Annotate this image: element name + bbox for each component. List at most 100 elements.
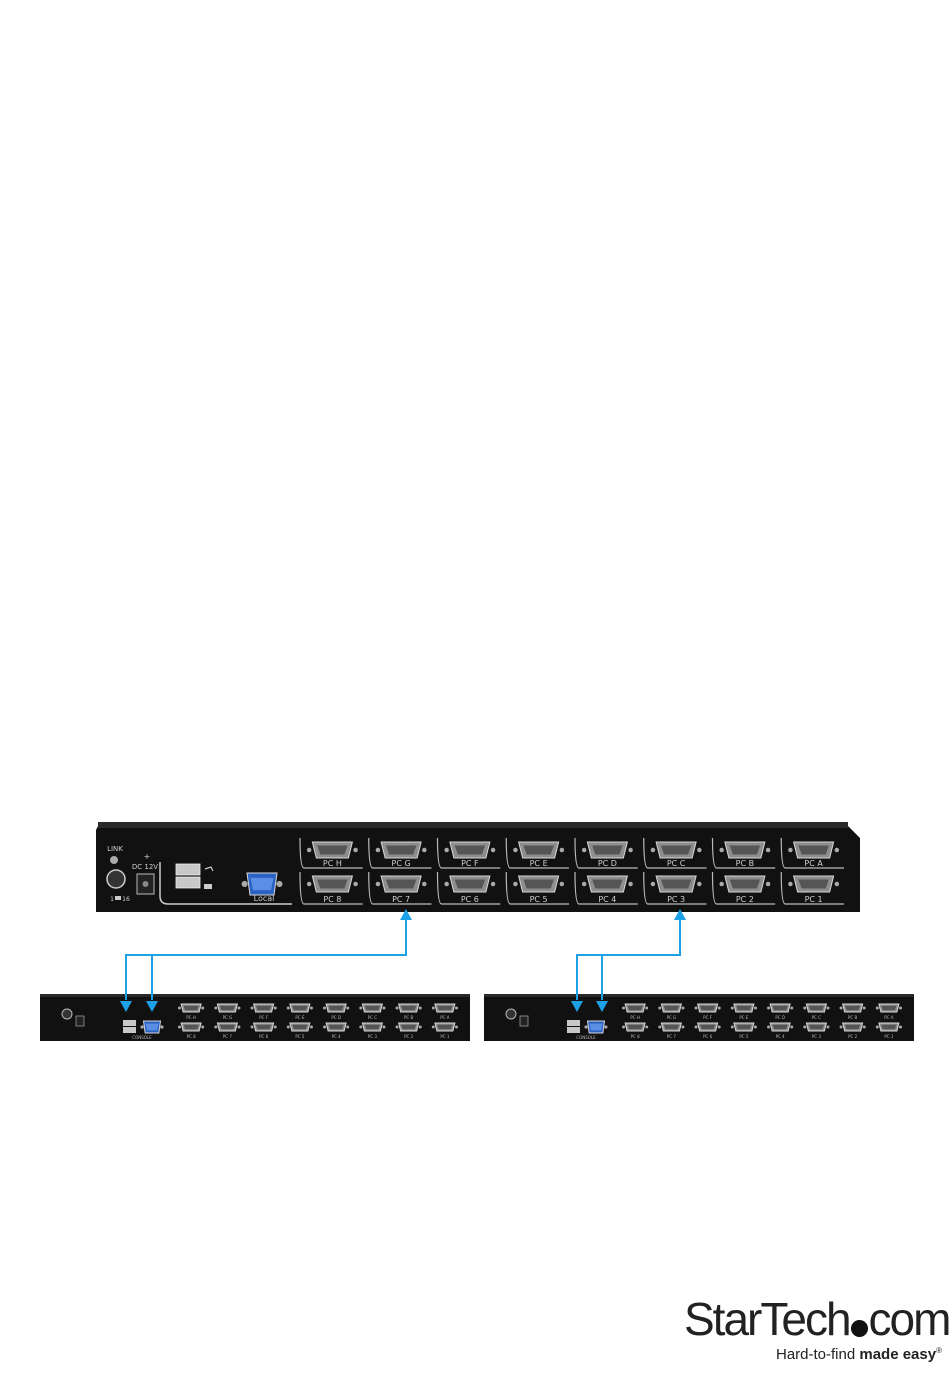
secondary-bottom-port	[323, 1022, 350, 1032]
vga-pin-field	[219, 1005, 235, 1011]
screw-right	[346, 1006, 350, 1010]
screw-right	[454, 1025, 458, 1029]
logo-dot-icon	[850, 1320, 868, 1337]
local-bracket	[159, 862, 292, 905]
cascade-cable-pc7-usb	[125, 920, 407, 1000]
vga-pin-field	[385, 879, 417, 889]
port-group-bracket-bottom	[368, 871, 432, 905]
secondary-top-port-label: PC E	[295, 1015, 304, 1020]
screw-left	[788, 881, 793, 887]
primary-top-port-label: PC H	[323, 859, 342, 868]
screw-left	[241, 880, 248, 888]
secondary-bottom-port	[658, 1022, 685, 1032]
screw-left	[444, 847, 449, 853]
secondary-bottom-port-label: PC 2	[848, 1034, 857, 1039]
primary-bottom-port	[788, 875, 840, 893]
secondary-top-port	[214, 1003, 241, 1013]
vga-pin-field	[364, 1024, 380, 1030]
vga-pin-field	[364, 1005, 380, 1011]
vga-pin-field	[700, 1005, 716, 1011]
ps2-port-icon	[106, 869, 126, 889]
screw-right	[717, 1006, 721, 1010]
secondary-bottom-port	[395, 1022, 422, 1032]
screw-left	[622, 1025, 626, 1029]
screw-right	[834, 847, 840, 853]
screw-left	[839, 1025, 843, 1029]
vga-pin-field	[183, 1024, 199, 1030]
usb-symbol-icon	[204, 866, 214, 872]
secondary-bottom-port-label: PC 2	[404, 1034, 413, 1039]
secondary-top-port-label: PC A	[440, 1015, 449, 1020]
dc-polarity-label: +	[144, 852, 151, 861]
screw-left	[178, 1006, 182, 1010]
vga-pin-field	[401, 1005, 417, 1011]
secondary-bottom-port-label: PC 6	[703, 1034, 712, 1039]
primary-top-port-label: PC A	[804, 859, 823, 868]
secondary-bottom-port	[875, 1022, 902, 1032]
primary-top-port-label: PC G	[392, 859, 411, 868]
usb-port-icon	[567, 1027, 580, 1033]
screw-left	[803, 1006, 807, 1010]
screw-right	[753, 1006, 757, 1010]
arrow-down-icon	[596, 1001, 608, 1012]
vga-pin-field	[663, 1005, 679, 1011]
screw-right	[753, 1025, 757, 1029]
vga-pin-field	[317, 879, 348, 889]
screw-left	[214, 1025, 218, 1029]
primary-bottom-port	[719, 875, 771, 893]
secondary-bottom-port	[694, 1022, 721, 1032]
screw-left	[658, 1025, 662, 1029]
screw-left	[694, 1006, 698, 1010]
screw-right	[237, 1006, 241, 1010]
usb-port-icon	[175, 863, 201, 876]
secondary-top-port-label: PC E	[739, 1015, 748, 1020]
switch-min-label: 1	[110, 896, 114, 903]
screw-right	[237, 1025, 241, 1029]
screw-right	[276, 880, 283, 888]
secondary-bottom-port	[767, 1022, 794, 1032]
screw-right	[697, 847, 702, 853]
screw-right	[765, 847, 771, 853]
arrow-down-icon	[571, 1001, 583, 1012]
dc-jack-pin	[142, 881, 149, 887]
switch-max-label: 16	[122, 896, 130, 903]
cable-line	[125, 920, 407, 1000]
vga-pin-field	[845, 1005, 861, 1011]
primary-top-port	[513, 841, 565, 859]
screw-left	[875, 1025, 879, 1029]
secondary-bottom-port-label: PC 4	[332, 1034, 341, 1039]
secondary-bottom-port	[730, 1022, 757, 1032]
secondary-top-port	[875, 1003, 902, 1013]
arrow-down-icon	[146, 1001, 158, 1012]
screw-right	[604, 1025, 608, 1029]
screw-right	[717, 1025, 721, 1029]
screw-right	[454, 1006, 458, 1010]
screw-right	[353, 881, 358, 887]
screw-left	[730, 1006, 734, 1010]
vga-pin-field	[736, 1005, 752, 1011]
logo-tagline-b: made easy	[859, 1346, 937, 1363]
port-group-bracket-top	[505, 837, 569, 869]
screw-right	[490, 847, 496, 853]
vga-pin-field	[808, 1005, 824, 1011]
vga-pin-field	[292, 1005, 308, 1011]
secondary-top-port	[250, 1003, 277, 1013]
vga-pin-field	[183, 1005, 199, 1011]
secondary-top-port	[730, 1003, 757, 1013]
screw-left	[730, 1025, 734, 1029]
primary-top-port-label: PC C	[667, 859, 686, 868]
port-group-bracket-bottom	[711, 871, 776, 905]
logo-tagline: Hard-to-find made easy®	[776, 1346, 942, 1363]
screw-right	[346, 1025, 350, 1029]
secondary-top-port-label: PC A	[884, 1015, 893, 1020]
vga-pin-field	[292, 1024, 308, 1030]
port-group-bracket-bottom	[299, 871, 363, 905]
primary-bottom-port	[375, 875, 427, 893]
screw-left	[513, 847, 518, 853]
screw-right	[862, 1006, 866, 1010]
secondary-bottom-port	[839, 1022, 866, 1032]
screw-right	[160, 1025, 164, 1029]
secondary-bottom-port-label: PC 4	[776, 1034, 785, 1039]
screw-left	[431, 1025, 435, 1029]
port-group-bracket-top	[299, 837, 363, 869]
